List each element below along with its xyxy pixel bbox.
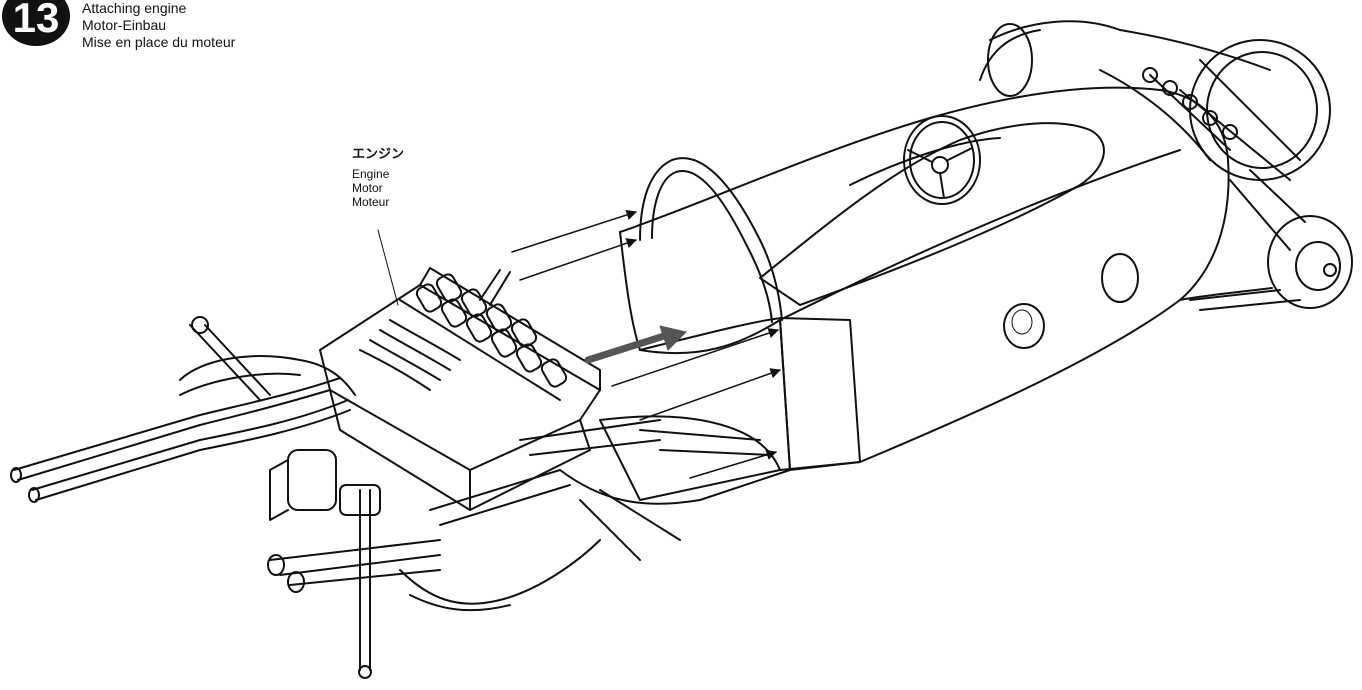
step-title-de: Motor-Einbau [82,17,167,33]
assembly-arrow [511,209,637,253]
step-title-block: Attaching engine Motor-Einbau Mise en pl… [82,0,235,51]
step-title-fr: Mise en place du moteur [82,34,236,50]
engine-label-de: Motor [352,181,383,195]
engine-label-fr: Moteur [352,195,390,209]
step-number: 13 [13,0,60,41]
assembly-arrow [689,449,778,479]
chassis-monocoque [619,86,1230,471]
hub-right [1179,169,1353,311]
engine-block [319,267,601,511]
exhaust-pipes [10,355,356,503]
engine-insertion-arrow [584,325,687,364]
step-badge-circle [2,0,70,46]
assembly-arrow [519,238,637,281]
rear-suspension [979,20,1331,181]
assembly-arrow [639,368,781,421]
steering-wheel [903,115,981,205]
intake-trumpets [415,273,568,388]
roll-bar [639,157,783,323]
floor-pan [599,415,781,501]
front-suspension [189,269,791,679]
access-panel [1101,253,1139,303]
engine-label-en: Engine [352,167,390,181]
engine-callout-leader [377,229,399,306]
step-title-en: Attaching engine [82,0,187,16]
oil-tank [269,449,337,521]
engine-label-ja: エンジン [352,146,405,161]
engine-callout-label: エンジン Engine Motor Moteur [352,146,405,210]
assembly-arrow [611,328,779,387]
access-panel [1003,303,1045,349]
step-number-badge: 13 [2,0,70,46]
assembly-arrows [511,209,781,479]
access-panel [1011,309,1033,335]
